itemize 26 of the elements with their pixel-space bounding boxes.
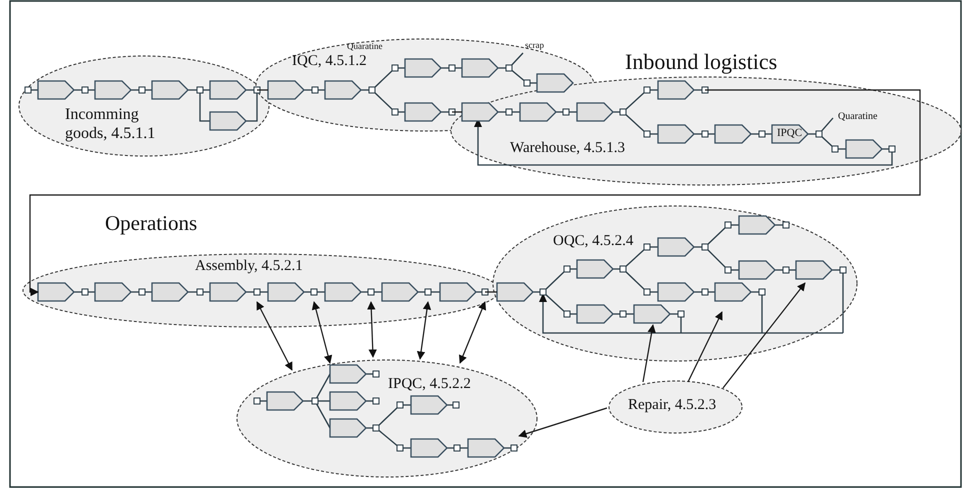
section-label: Warehouse, 4.5.1.3 [510, 139, 626, 157]
section-label: IQC, 4.5.1.2 [292, 52, 367, 70]
connector-line [257, 89, 268, 91]
arrow [722, 282, 806, 388]
arrow [29, 89, 921, 296]
connector-line [485, 291, 497, 293]
arrow [687, 311, 723, 382]
heading: Operations [105, 212, 198, 236]
arrow [642, 324, 656, 382]
heading: Inbound logistics [625, 50, 778, 74]
annotation: scrap [525, 41, 544, 51]
arrow [367, 301, 377, 358]
section-label: Incomming goods, 4.5.1.1 [65, 105, 156, 144]
arrow [312, 301, 332, 364]
section-label: OQC, 4.5.2.4 [553, 232, 634, 250]
arrow [518, 407, 608, 438]
arrow [416, 301, 432, 360]
connector-line [452, 111, 462, 113]
section-label: IPQC, 4.5.2.2 [388, 375, 471, 393]
arrow [458, 301, 486, 364]
section-label: Assembly, 4.5.2.1 [195, 257, 303, 275]
annotation: Quaratine [347, 42, 382, 52]
annotation: Quaratine [838, 111, 878, 122]
annotation: IPQC [777, 127, 802, 140]
section-label: Repair, 4.5.2.3 [628, 396, 716, 414]
arrow [256, 301, 293, 371]
